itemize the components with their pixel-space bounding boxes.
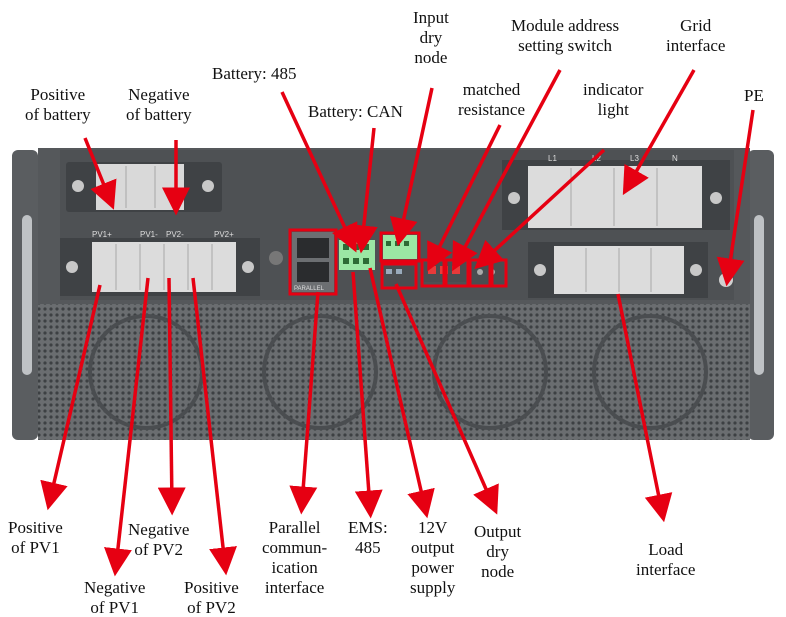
grid-n-text: N [672,154,678,163]
grid-terminal-block [528,166,702,228]
pv1-pos-text: PV1+ [92,230,112,239]
left-handle [22,215,32,375]
pv2-neg-text: PV2- [166,230,184,239]
label-ems-485: EMS:485 [348,518,388,557]
pe-bolt [719,273,733,287]
indicator-area [470,262,504,284]
grid-l3-text: L3 [630,154,639,163]
grid-l1-text: L1 [548,154,557,163]
label-battery-485: Battery: 485 [212,64,297,83]
right-handle [754,215,764,375]
label-battery-can: Battery: CAN [308,102,403,121]
input-dry-block [383,235,417,259]
fan-grille [38,304,750,440]
parallel-tag-text: PARALLEL [294,286,325,292]
grid-l2-text: L2 [592,154,601,163]
battery-terminal-block [96,164,184,210]
pv1-neg-text: PV1- [140,230,158,239]
label-pe: PE [744,86,764,105]
pv2-pos-text: PV2+ [214,230,234,239]
